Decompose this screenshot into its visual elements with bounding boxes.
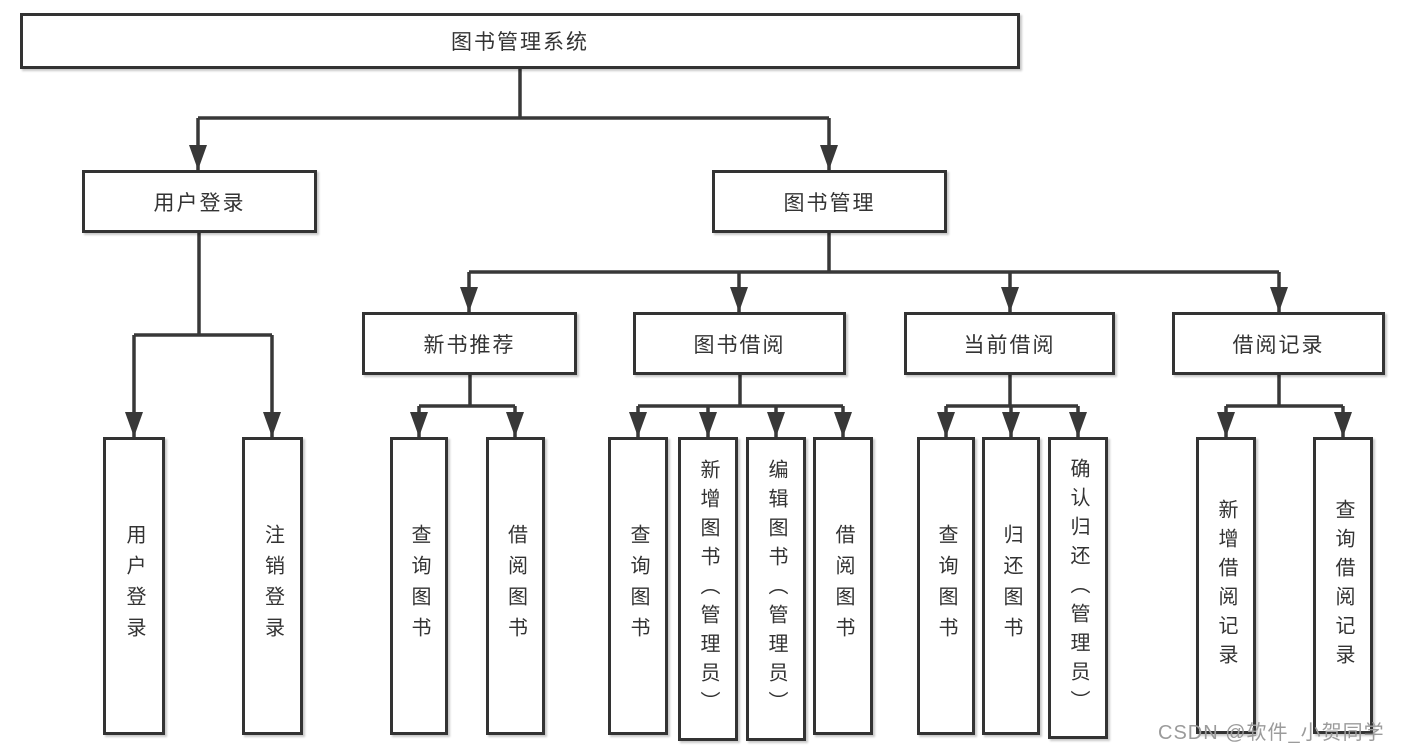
node-label: 借阅记录: [1232, 333, 1325, 357]
leaf-borrowing-add-books: 新增图书（管理员）: [678, 437, 738, 741]
csdn-watermark: CSDN @软件_小贺同学: [1158, 722, 1385, 744]
leaf-records-query-record: 查询借阅记录: [1313, 437, 1373, 734]
node-label: 新书推荐: [423, 333, 516, 357]
node-user-login: 用户登录: [82, 170, 317, 233]
node-label: 图书借阅: [693, 333, 786, 357]
node-label: 查询图书: [935, 524, 957, 648]
node-label: 用户登录: [153, 191, 246, 215]
node-label: 查询图书: [408, 524, 430, 648]
node-label: 新增借阅记录: [1215, 498, 1237, 673]
node-new-book-recommend: 新书推荐: [362, 312, 577, 375]
node-label: 用户登录: [123, 524, 145, 648]
node-label: 当前借阅: [963, 333, 1056, 357]
leaf-logout: 注销登录: [242, 437, 303, 735]
leaf-recommend-borrow-books: 借阅图书: [486, 437, 545, 735]
leaf-current-return-books: 归还图书: [982, 437, 1040, 735]
leaf-current-query-books: 查询图书: [917, 437, 975, 735]
leaf-borrowing-edit-books: 编辑图书（管理员）: [746, 437, 806, 741]
node-book-borrowing: 图书借阅: [633, 312, 846, 375]
node-current-borrowing: 当前借阅: [904, 312, 1115, 375]
node-label: 新增图书（管理员）: [697, 458, 719, 720]
leaf-borrowing-query-books: 查询图书: [608, 437, 668, 735]
node-label: 借阅图书: [504, 524, 527, 648]
node-label: 注销登录: [261, 524, 284, 648]
node-label: 借阅图书: [832, 524, 854, 648]
leaf-records-add-record: 新增借阅记录: [1196, 437, 1256, 734]
node-book-management: 图书管理: [712, 170, 947, 233]
node-label: 图书管理: [783, 191, 876, 215]
node-borrowing-records: 借阅记录: [1172, 312, 1385, 375]
node-label: 查询借阅记录: [1332, 498, 1354, 673]
node-label: 确认归还（管理员）: [1067, 457, 1089, 719]
node-label: 图书管理系统: [451, 31, 589, 54]
leaf-recommend-query-books: 查询图书: [390, 437, 448, 735]
node-root: 图书管理系统: [20, 13, 1020, 69]
leaf-borrowing-borrow-books: 借阅图书: [813, 437, 873, 735]
node-label: 编辑图书（管理员）: [765, 458, 787, 720]
node-label: 归还图书: [1000, 524, 1022, 648]
leaf-user-login: 用户登录: [103, 437, 165, 735]
node-label: 查询图书: [627, 524, 649, 648]
leaf-current-confirm-return: 确认归还（管理员）: [1048, 437, 1108, 739]
